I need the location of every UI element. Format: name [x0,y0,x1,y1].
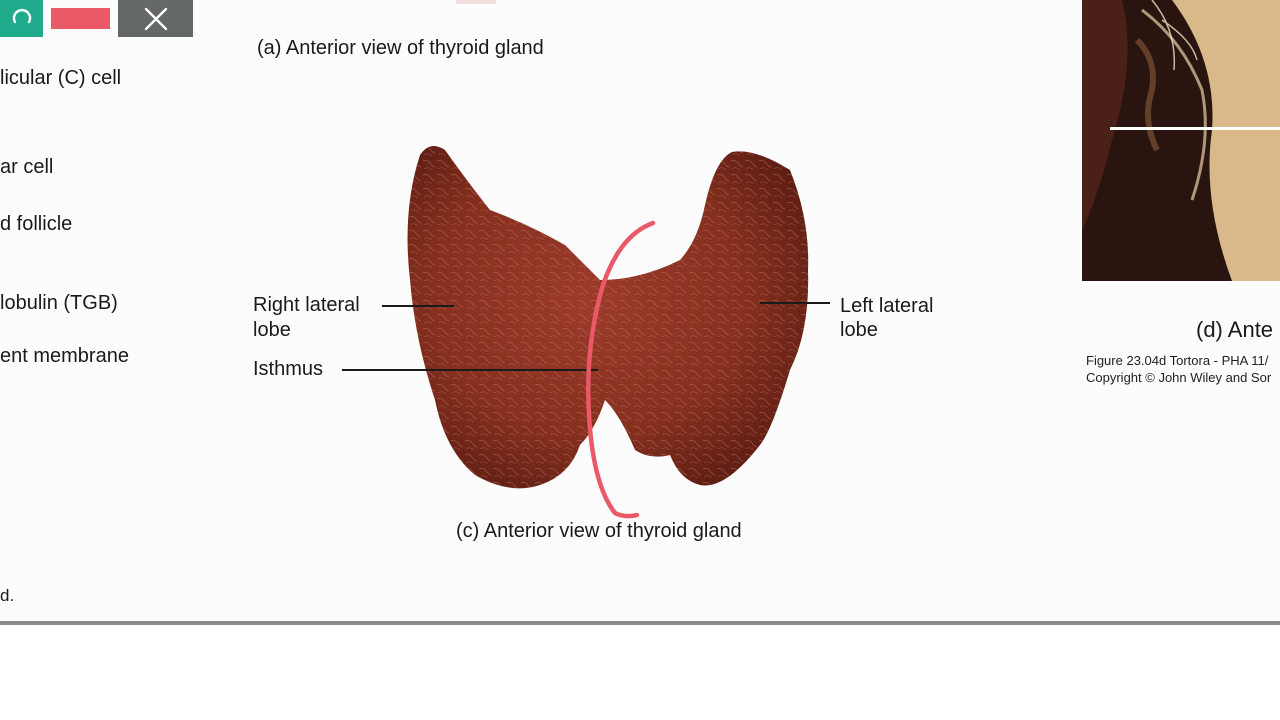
label-isthmus: Isthmus [253,358,324,380]
pen-color-button[interactable] [51,8,110,29]
anatomy-photo-d [1082,0,1280,281]
thyroid-gland-image [407,146,809,489]
leader-isthmus [342,369,598,371]
close-icon [144,7,167,30]
left-label-thyroglobulin: lobulin (TGB) [0,292,118,314]
label-left-lateral-line1: Left lateral [840,295,934,317]
decorative-mark [456,0,496,4]
figure-credit-line1: Figure 23.04d Tortora - PHA 11/ [1086,353,1269,368]
undo-arrow-icon [12,8,31,23]
figure-credit-line2: Copyright © John Wiley and Sor [1086,370,1272,385]
caption-anterior-view-a: (a) Anterior view of thyroid gland [257,37,544,59]
annotation-stroke [586,220,656,519]
left-label-follicle: d follicle [0,213,73,235]
label-right-lateral-line1: Right lateral [253,294,360,316]
annotation-toolbar [0,0,200,37]
left-label-fragment: d. [0,586,15,605]
label-right-lateral-line2: lobe [253,319,291,341]
caption-anterior-view-c: (c) Anterior view of thyroid gland [456,520,742,542]
below-slide-area [0,625,1280,720]
undo-button[interactable] [0,0,43,37]
left-label-membrane: ent membrane [0,345,129,367]
close-button[interactable] [118,0,193,37]
leader-left-lobe [760,302,830,304]
left-label-c-cell: licular (C) cell [0,67,122,89]
leader-right-lobe [382,305,454,307]
caption-anterior-view-d: (d) Ante [1196,317,1274,342]
slide-bottom-divider [0,621,1280,625]
left-label-cell: ar cell [0,156,54,178]
slide-canvas: licular (C) cell ar cell d follicle lobu… [0,0,1280,605]
label-left-lateral-line2: lobe [840,319,878,341]
